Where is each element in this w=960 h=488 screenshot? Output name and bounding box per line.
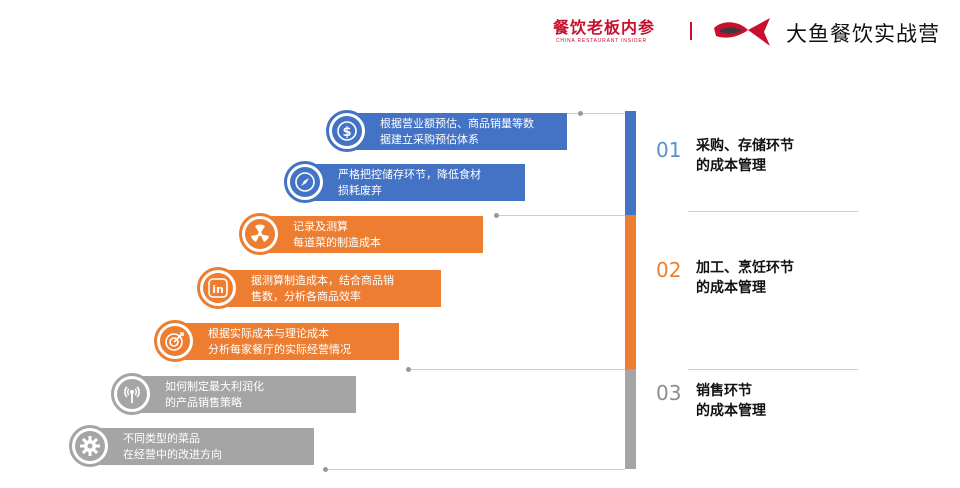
linkedin-icon: in [203,273,233,303]
step-text-line: 据建立采购预估体系 [380,132,479,146]
step-text-line: 售数，分析各商品效率 [251,289,361,303]
section-number: 03 [656,381,682,405]
connector-line [498,215,625,216]
brand-logo-canyin: 餐饮老板内参 [553,18,656,37]
step-text: 如何制定最大利润化的产品销售策略 [165,379,264,411]
step-bar: 根据实际成本与理论成本分析每家餐厅的实际经营情况 [178,323,399,360]
step-icon-badge: in [197,267,239,309]
step-icon-badge: $ [326,110,368,152]
section-title-line: 的成本管理 [696,158,766,174]
radiation-icon [245,219,275,249]
step-icon-badge [154,320,196,362]
step-bar: 不同类型的菜品在经营中的改进方向 [93,428,314,465]
section-title: 加工、烹饪环节 的成本管理 [696,258,794,298]
step-text-line: 每道菜的制造成本 [293,235,381,249]
connector-line [408,369,625,370]
step-bar: 据测算制造成本，结合商品销售数，分析各商品效率 [221,270,441,307]
section-divider [688,369,858,370]
step-text: 严格把控储存环节，降低食材损耗废弃 [338,167,481,199]
brand-logo-subtitle: CHINA RESTAURANT INSIDER [556,38,647,44]
target-icon [160,326,190,356]
step-text-line: 如何制定最大利润化 [165,379,264,393]
connector-dot [494,213,499,218]
gear-icon [75,431,105,461]
section-title-line: 销售环节 [696,383,752,399]
section-title: 销售环节 的成本管理 [696,381,766,421]
step-text-line: 记录及测算 [293,219,348,233]
connector-line [567,113,625,114]
section-line-gray [625,369,636,469]
header: 餐饮老板内参 CHINA RESTAURANT INSIDER 大鱼餐饮实战营 [0,0,960,60]
step-bar: 严格把控储存环节，降低食材损耗废弃 [308,164,525,201]
connector-dot [578,111,583,116]
step-icon-badge [111,373,153,415]
step-icon-badge [284,161,326,203]
step-text: 根据实际成本与理论成本分析每家餐厅的实际经营情况 [208,326,351,358]
section-title-line: 的成本管理 [696,280,766,296]
dollar-icon: $ [332,116,362,146]
section-number: 02 [656,258,682,282]
section-title: 采购、存储环节 的成本管理 [696,136,794,176]
step-icon-badge [69,425,111,467]
brand-name-dayu: 大鱼餐饮实战营 [786,22,940,46]
svg-text:in: in [212,283,224,296]
connector-dot [406,367,411,372]
step-bar: 根据营业额预估、商品销量等数据建立采购预估体系 [350,113,567,150]
svg-text:$: $ [342,125,351,140]
step-text: 根据营业额预估、商品销量等数据建立采购预估体系 [380,116,534,148]
step-text: 不同类型的菜品在经营中的改进方向 [123,431,222,463]
step-text-line: 分析每家餐厅的实际经营情况 [208,342,351,356]
step-text-line: 严格把控储存环节，降低食材 [338,167,481,181]
step-bar: 记录及测算每道菜的制造成本 [263,216,483,253]
step-text-line: 的产品销售策略 [165,395,242,409]
broadcast-icon [117,379,147,409]
step-text-line: 在经营中的改进方向 [123,447,222,461]
section-title-line: 加工、烹饪环节 [696,260,794,276]
section-divider [688,211,858,212]
step-text-line: 根据营业额预估、商品销量等数 [380,116,534,130]
section-number: 01 [656,138,682,162]
compass-icon [290,167,320,197]
step-text-line: 不同类型的菜品 [123,431,200,445]
section-line-orange [625,215,636,369]
connector-dot [323,467,328,472]
section-title-line: 的成本管理 [696,403,766,419]
step-text: 记录及测算每道菜的制造成本 [293,219,381,251]
step-icon-badge [239,213,281,255]
step-text: 据测算制造成本，结合商品销售数，分析各商品效率 [251,273,394,305]
step-text-line: 损耗废弃 [338,183,382,197]
connector-line [325,469,625,470]
step-bar: 如何制定最大利润化的产品销售策略 [135,376,356,413]
step-text-line: 根据实际成本与理论成本 [208,326,329,340]
section-line-blue [625,111,636,215]
brand-separator [690,22,692,40]
section-title-line: 采购、存储环节 [696,138,794,154]
fish-logo-icon [714,18,770,46]
step-text-line: 据测算制造成本，结合商品销 [251,273,394,287]
